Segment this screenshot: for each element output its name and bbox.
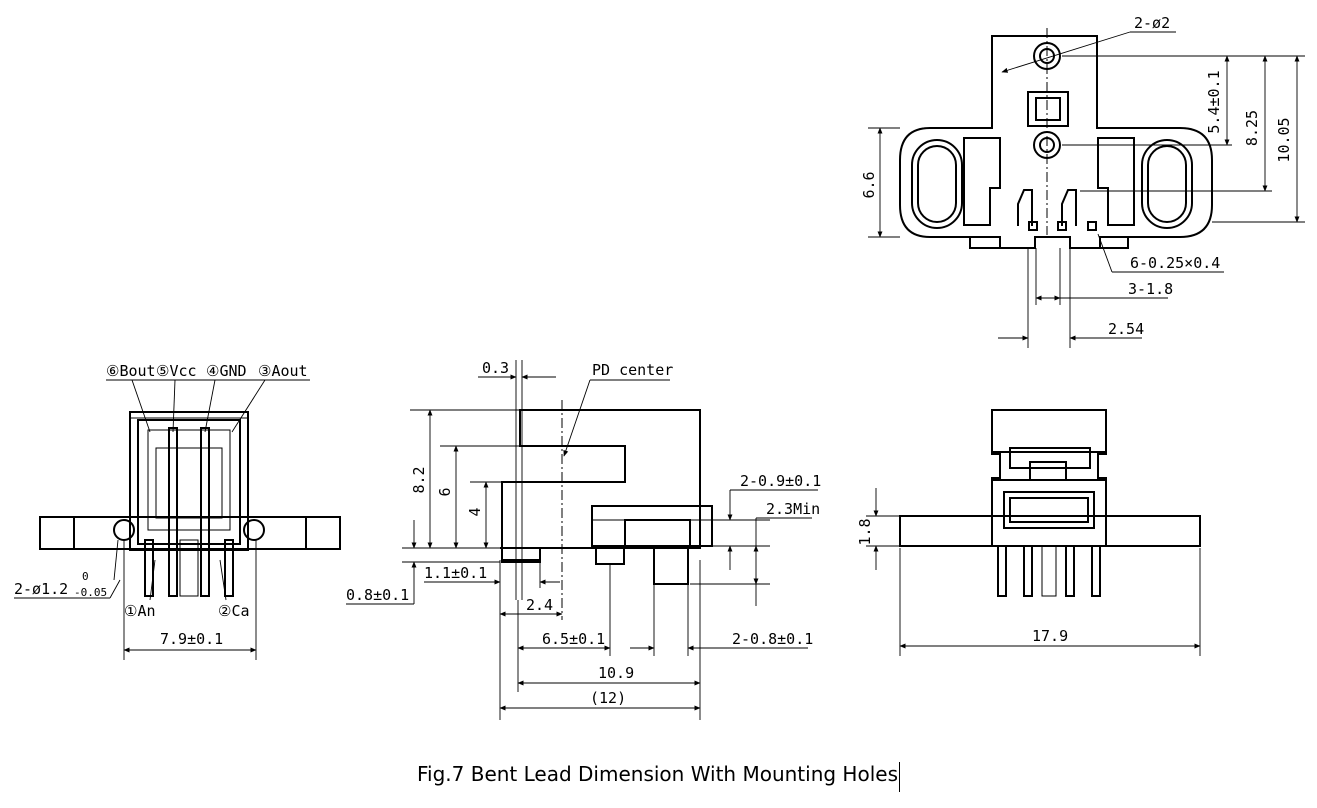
- leader-line: [109, 579, 121, 599]
- dim-3-1-8-label: 3-1.8: [1128, 280, 1173, 298]
- pd-center-label: PD center: [592, 361, 673, 379]
- front-lead-center: [1041, 545, 1057, 597]
- dim-6-5-label: 6.5±0.1: [542, 630, 605, 648]
- width-label: 7.9±0.1: [160, 630, 223, 648]
- front-window: [1003, 491, 1095, 529]
- oval-slot-right-inner: [1147, 145, 1187, 223]
- hole-dia-lower-tol: -0.05: [74, 586, 107, 599]
- hole-dia-upper-tol: 0: [82, 570, 89, 583]
- dim-17-9-label: 17.9: [1032, 627, 1068, 645]
- oval-slot-right: [1141, 139, 1193, 229]
- front-lead: [1091, 545, 1101, 597]
- top-view-foot-right: [1099, 236, 1129, 249]
- caption-container: Fig.7 Bent Lead Dimension With Mounting …: [0, 762, 1317, 793]
- hole-callout: 2-ø2: [1134, 14, 1170, 32]
- leader-line: [1097, 233, 1113, 273]
- dim-4-label: 4: [466, 507, 484, 516]
- pin-5-label: ⑤Vcc: [156, 362, 197, 380]
- leader-line: [172, 379, 176, 433]
- dim-6-6-label: 6.6: [860, 171, 878, 198]
- front-window-inner: [1009, 497, 1089, 523]
- pin-4-label: ④GND: [206, 362, 247, 380]
- side-foot-left: [501, 547, 541, 563]
- top-lead-pad-1: [1028, 221, 1038, 231]
- dim-5-4-label: 5.4±0.1: [1205, 70, 1223, 133]
- top-aperture: [1027, 91, 1069, 127]
- side-lead-bend: [653, 547, 689, 585]
- leader-line: [563, 379, 591, 457]
- top-lead-pad-2: [1057, 221, 1067, 231]
- pin-3-label: ③Aout: [258, 362, 308, 380]
- side-view: PD center 0.3 8.2 6 4 0.8±0.1 1.1±0.1 2.…: [346, 359, 821, 720]
- top-lead-post-left: [1017, 189, 1033, 226]
- dim-8-2-label: 8.2: [410, 466, 428, 493]
- text-cursor: [899, 762, 900, 793]
- dim-10-9-label: 10.9: [598, 664, 634, 682]
- dim-0-8-label: 0.8±0.1: [346, 586, 409, 604]
- top-view-outline: [899, 35, 1213, 249]
- figure-caption: Fig.7 Bent Lead Dimension With Mounting …: [416, 762, 898, 786]
- dim-0-9-label: 2-0.9±0.1: [740, 472, 821, 490]
- dim-6-label: 6: [436, 487, 454, 496]
- leader-line: [1001, 31, 1131, 73]
- pin-6-label: ⑥Bout: [106, 362, 156, 380]
- leader-line: [113, 539, 119, 581]
- hole-dia-label: 2-ø1.2: [14, 580, 68, 598]
- leader-line: [131, 379, 151, 433]
- dim-12-label: (12): [590, 689, 626, 707]
- front-lead: [997, 545, 1007, 597]
- top-lead-pad-3: [1087, 221, 1097, 231]
- front-top-block: [1009, 447, 1091, 469]
- pin-4: [200, 427, 210, 597]
- front-lead: [1065, 545, 1075, 597]
- oval-slot-left-inner: [917, 145, 957, 223]
- dim-2-3-label: 2.3Min: [766, 500, 820, 518]
- top-view-foot-left: [969, 236, 1001, 249]
- front-flange: [899, 515, 1201, 547]
- dim-1-1-label: 1.1±0.1: [424, 564, 487, 582]
- pin-2-label: ②Ca: [218, 602, 250, 620]
- leader-line: [219, 559, 227, 601]
- top-aperture-inner: [1035, 97, 1061, 121]
- left-view: ⑥Bout ⑤Vcc ④GND ③Aout ①An ②Ca 2-ø1.2 0 -…: [14, 362, 341, 660]
- leader-line: [204, 379, 216, 433]
- window-left: [963, 137, 1001, 226]
- pin-center: [179, 539, 199, 597]
- pin-2: [224, 539, 234, 597]
- left-body-core: [147, 429, 231, 531]
- left-hole-right: [243, 519, 265, 541]
- left-body: [129, 411, 249, 551]
- front-top-inner: [1029, 461, 1067, 481]
- leader-line: [149, 559, 156, 601]
- lead-section-label: 6-0.25×0.4: [1130, 254, 1220, 272]
- top-lead-post-right: [1061, 189, 1077, 226]
- side-connector: [591, 505, 713, 547]
- oval-slot-left: [911, 139, 963, 229]
- pin-5: [168, 427, 178, 597]
- front-lead: [1023, 545, 1033, 597]
- left-body-inner: [137, 419, 241, 545]
- dim-0-3-label: 0.3: [482, 359, 509, 377]
- front-view: 1.8 17.9: [856, 409, 1201, 656]
- pin-1-label: ①An: [124, 602, 156, 620]
- window-right: [1097, 137, 1135, 226]
- pin-1: [144, 539, 154, 597]
- front-body: [991, 409, 1107, 547]
- top-view: 5.4±0.1 8.25 10.05 6.6 2-ø2 6-0.25×0.4 3…: [860, 14, 1305, 348]
- dim-10-05-label: 10.05: [1275, 117, 1293, 162]
- leader-line: [231, 379, 266, 433]
- dim-1-8-label: 1.8: [856, 518, 874, 545]
- dim-0-8b-label: 2-0.8±0.1: [732, 630, 813, 648]
- side-body: [501, 409, 701, 561]
- dim-2-54-label: 2.54: [1108, 320, 1144, 338]
- left-body-window: [155, 447, 223, 519]
- dim-2-4-label: 2.4: [526, 596, 553, 614]
- dim-8-25-label: 8.25: [1243, 110, 1261, 146]
